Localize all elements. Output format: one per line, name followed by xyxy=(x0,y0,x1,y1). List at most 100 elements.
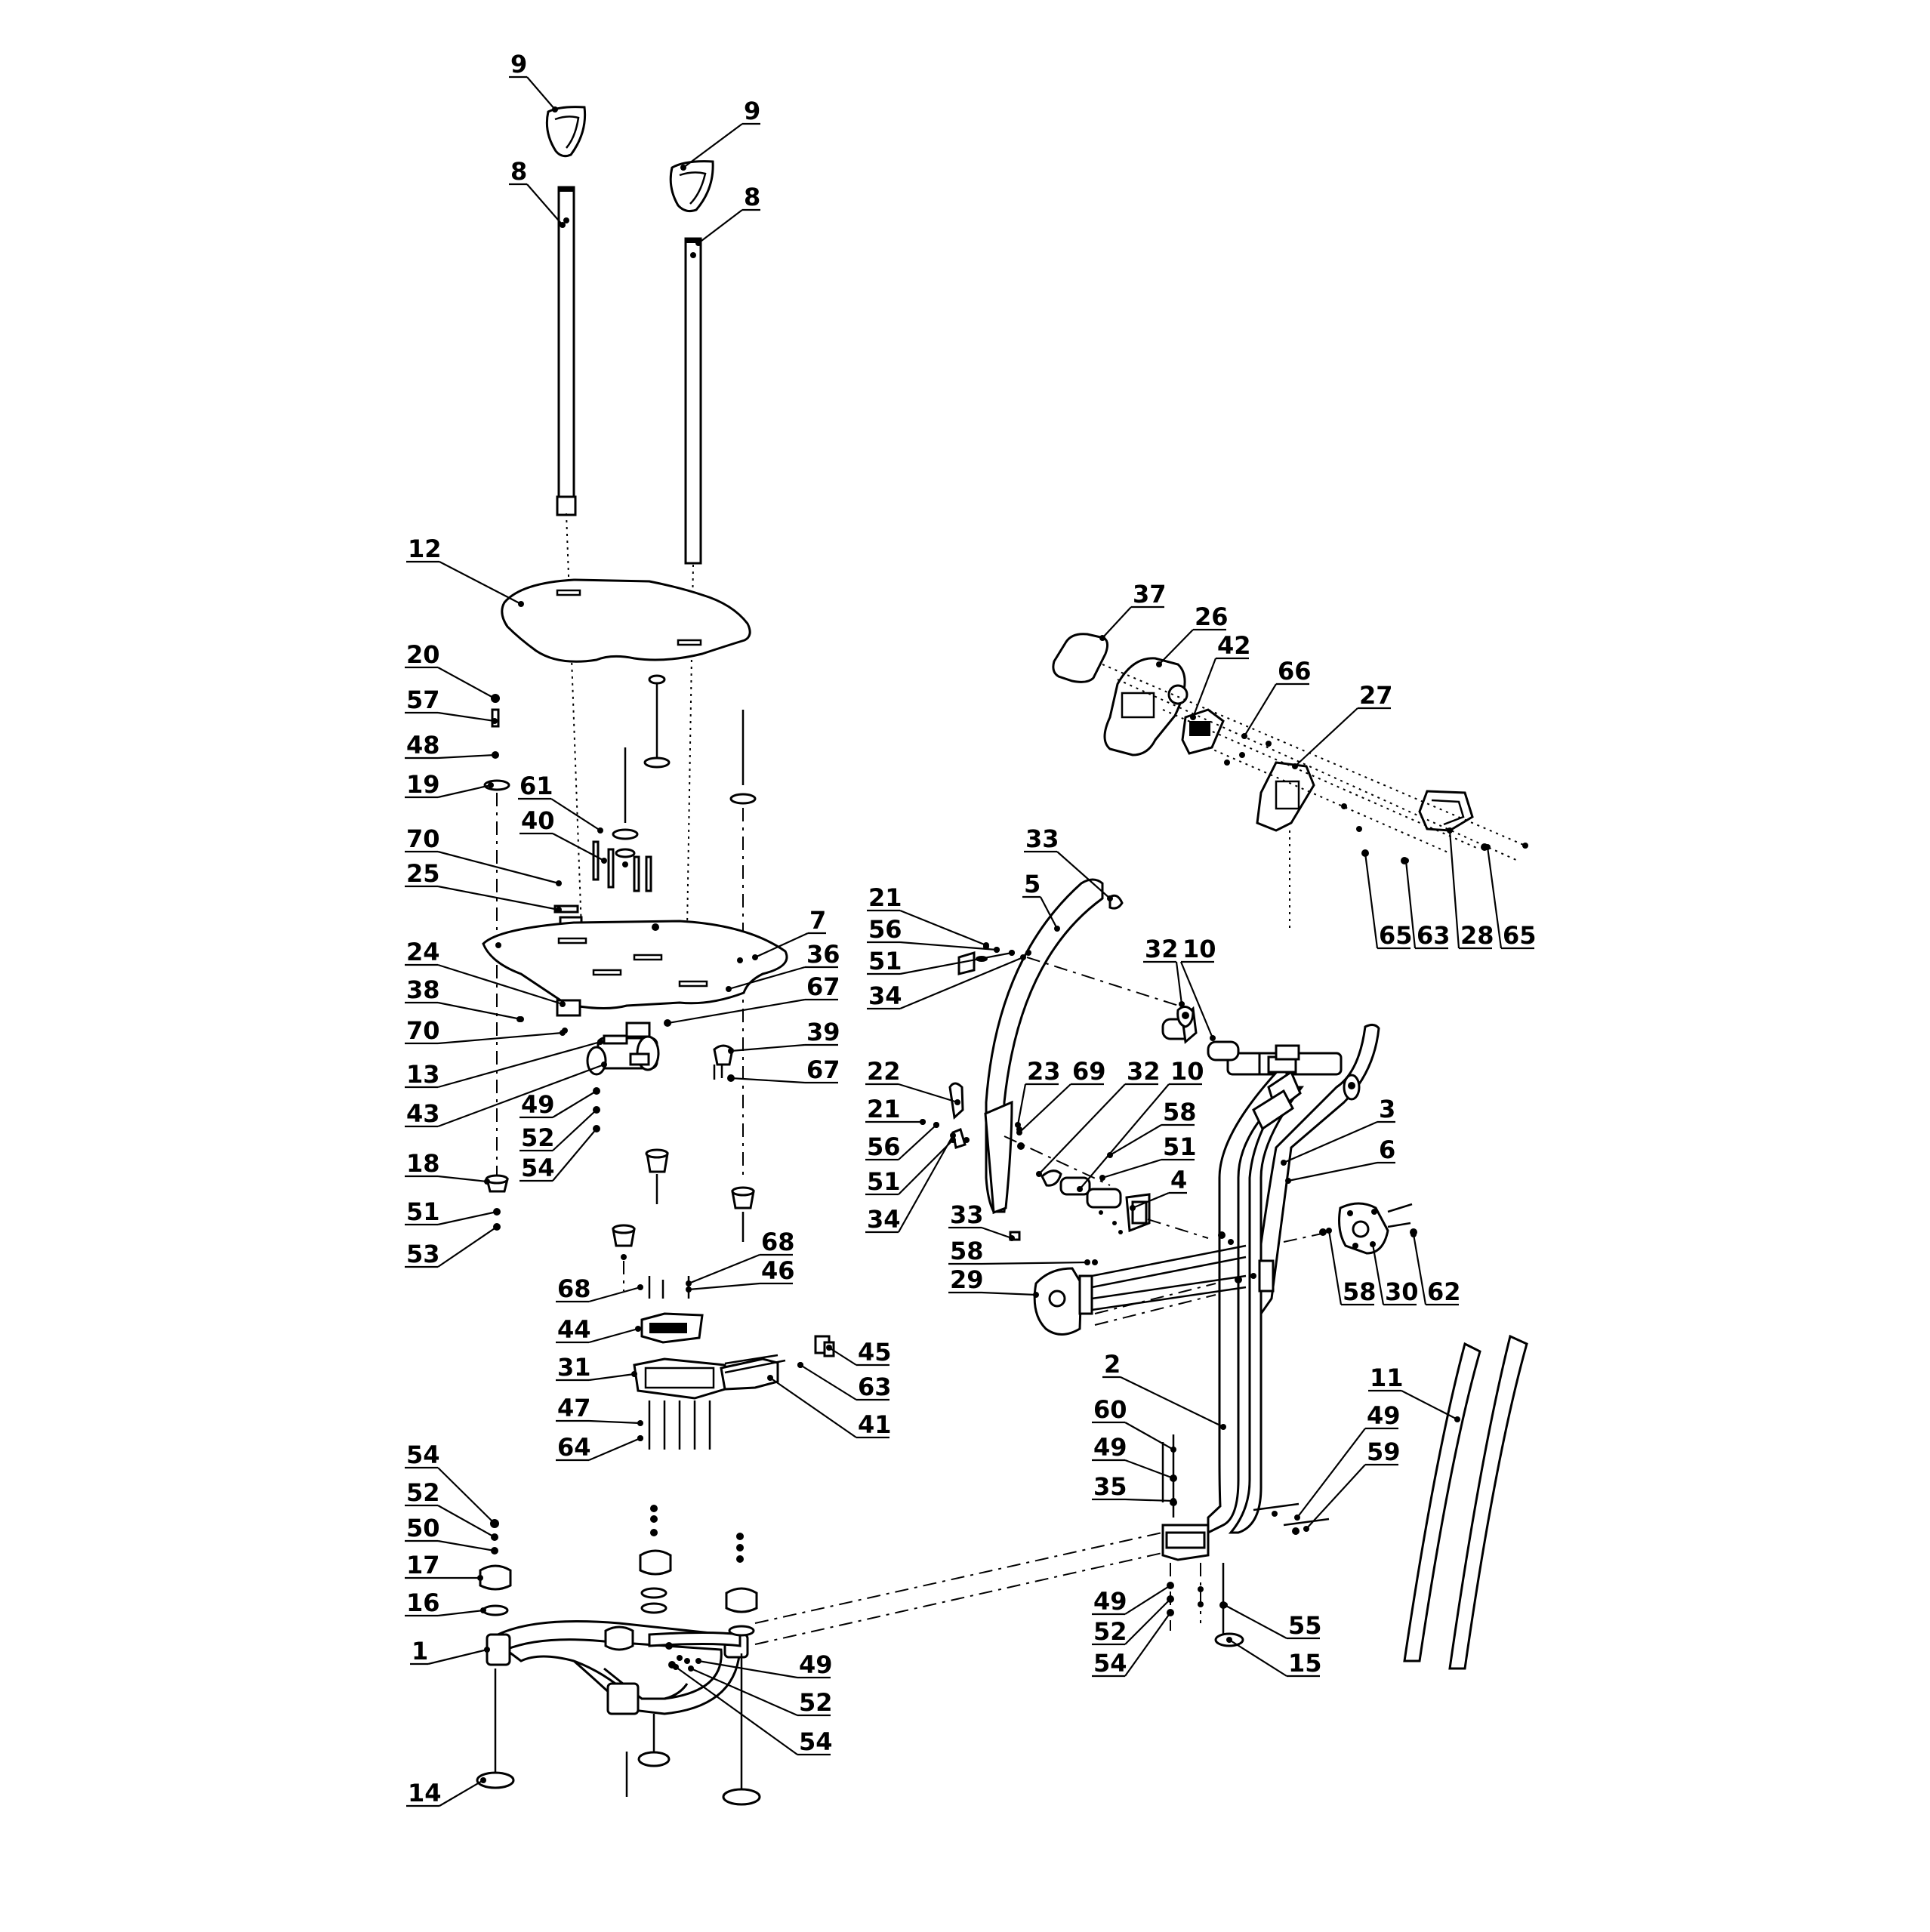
strap-left xyxy=(556,186,577,516)
callout-leader xyxy=(981,1226,1013,1240)
callout-number: 56 xyxy=(867,1132,901,1161)
callout-number: 62 xyxy=(1427,1277,1461,1306)
callout-65: 65 xyxy=(1362,850,1413,950)
callout-number: 34 xyxy=(868,981,902,1010)
callout-number: 32 xyxy=(1127,1057,1161,1086)
callout-number: 9 xyxy=(510,50,527,79)
callout-number: 49 xyxy=(1093,1433,1127,1462)
callout-leader xyxy=(437,850,560,885)
callout-52: 52 xyxy=(519,1107,600,1152)
callout-anchor-dot xyxy=(1303,1526,1309,1532)
callout-56: 56 xyxy=(867,915,1000,953)
callout-number: 54 xyxy=(406,1441,440,1469)
callout-anchor-dot xyxy=(1281,1160,1287,1166)
callout-anchor-dot xyxy=(1220,1424,1226,1430)
callout-leader xyxy=(1124,1459,1174,1480)
callout-52: 52 xyxy=(688,1665,833,1717)
pivot-caps xyxy=(1033,1202,1417,1336)
callout-anchor-dot xyxy=(1447,827,1453,834)
callout-21: 21 xyxy=(865,1095,926,1125)
callout-58: 58 xyxy=(1326,1228,1377,1306)
callout-leader xyxy=(730,1043,806,1052)
callout-anchor-dot xyxy=(797,1362,803,1368)
callout-number: 28 xyxy=(1460,921,1494,950)
callout-leader xyxy=(1124,1498,1174,1502)
callout-number: 19 xyxy=(406,770,440,799)
callout-leader xyxy=(1019,1083,1071,1133)
callout-leader xyxy=(1229,1639,1287,1677)
callout-anchor-dot xyxy=(728,1075,734,1081)
callout-anchor-dot xyxy=(752,954,758,960)
callout-leader xyxy=(981,1291,1037,1296)
callout-number: 30 xyxy=(1385,1277,1419,1306)
callout-8: 8 xyxy=(509,157,566,228)
callout-60: 60 xyxy=(1092,1395,1176,1453)
callout-anchor-dot xyxy=(686,1280,692,1286)
callout-49: 49 xyxy=(1092,1433,1176,1481)
callout-number: 59 xyxy=(1367,1437,1401,1466)
callout-number: 64 xyxy=(557,1433,591,1462)
callout-anchor-dot xyxy=(637,1435,643,1441)
callout-3: 3 xyxy=(1281,1095,1395,1166)
foot-rails xyxy=(1403,1334,1528,1670)
callout-58: 58 xyxy=(1107,1098,1197,1158)
callout-leader xyxy=(437,1175,488,1183)
callout-68: 68 xyxy=(556,1274,643,1303)
callout-17: 17 xyxy=(405,1551,483,1581)
callout-anchor-dot xyxy=(695,1658,701,1664)
callout-41: 41 xyxy=(767,1375,892,1439)
callout-leader xyxy=(1132,1191,1170,1209)
callout-number: 66 xyxy=(1278,657,1312,686)
callout-8: 8 xyxy=(695,183,760,246)
callout-anchor-dot xyxy=(1362,850,1368,856)
callout-leader xyxy=(437,1210,498,1226)
callout-anchor-dot xyxy=(686,1286,692,1293)
callout-leader xyxy=(439,561,522,605)
callout-number: 26 xyxy=(1195,602,1229,631)
callout-leader xyxy=(1287,1161,1378,1182)
callout-number: 1 xyxy=(412,1637,428,1665)
callout-anchor-dot xyxy=(1241,733,1247,739)
callout-44: 44 xyxy=(556,1315,641,1344)
callout-anchor-dot xyxy=(933,1122,939,1128)
callout-anchor-dot xyxy=(1170,1447,1176,1453)
callout-number: 70 xyxy=(406,1016,440,1045)
bumpers xyxy=(485,1148,755,1291)
callout-number: 67 xyxy=(806,972,840,1001)
callout-anchor-dot xyxy=(601,858,607,864)
callout-number: 51 xyxy=(1163,1132,1197,1161)
callout-leader xyxy=(1102,606,1132,639)
callout-anchor-dot xyxy=(920,1119,926,1125)
callout-9: 9 xyxy=(509,50,558,112)
callout-number: 10 xyxy=(1170,1057,1204,1086)
callout-number: 48 xyxy=(406,731,440,760)
callout-52: 52 xyxy=(1092,1596,1173,1646)
callout-leader xyxy=(899,941,997,951)
callout-63: 63 xyxy=(797,1362,892,1401)
callout-anchor-dot xyxy=(601,1062,607,1068)
callout-number: 49 xyxy=(1093,1587,1127,1616)
callout-anchor-dot xyxy=(492,718,498,724)
callout-number: 21 xyxy=(868,883,902,912)
callout-number: 52 xyxy=(1093,1617,1127,1646)
callout-54: 54 xyxy=(519,1126,600,1182)
callout-anchor-dot xyxy=(518,1016,524,1022)
callout-anchor-dot xyxy=(492,752,498,758)
callout-leader xyxy=(1412,1234,1427,1305)
callout-64: 64 xyxy=(556,1433,643,1462)
leveling-feet xyxy=(476,1653,761,1806)
callout-46: 46 xyxy=(686,1256,795,1293)
callout-number: 38 xyxy=(406,975,440,1004)
callout-28: 28 xyxy=(1447,827,1494,950)
callout-number: 33 xyxy=(950,1200,984,1229)
callout-leader xyxy=(427,1648,488,1665)
callout-49: 49 xyxy=(695,1650,833,1679)
callout-12: 12 xyxy=(406,535,524,607)
callout-number: 9 xyxy=(744,97,760,125)
foot-pad xyxy=(501,578,751,663)
callout-32: 32 xyxy=(1143,935,1185,1007)
callout-number: 23 xyxy=(1027,1057,1061,1086)
callout-leader xyxy=(899,956,1024,1010)
callout-leader xyxy=(1040,896,1058,929)
callout-66: 66 xyxy=(1241,657,1312,739)
